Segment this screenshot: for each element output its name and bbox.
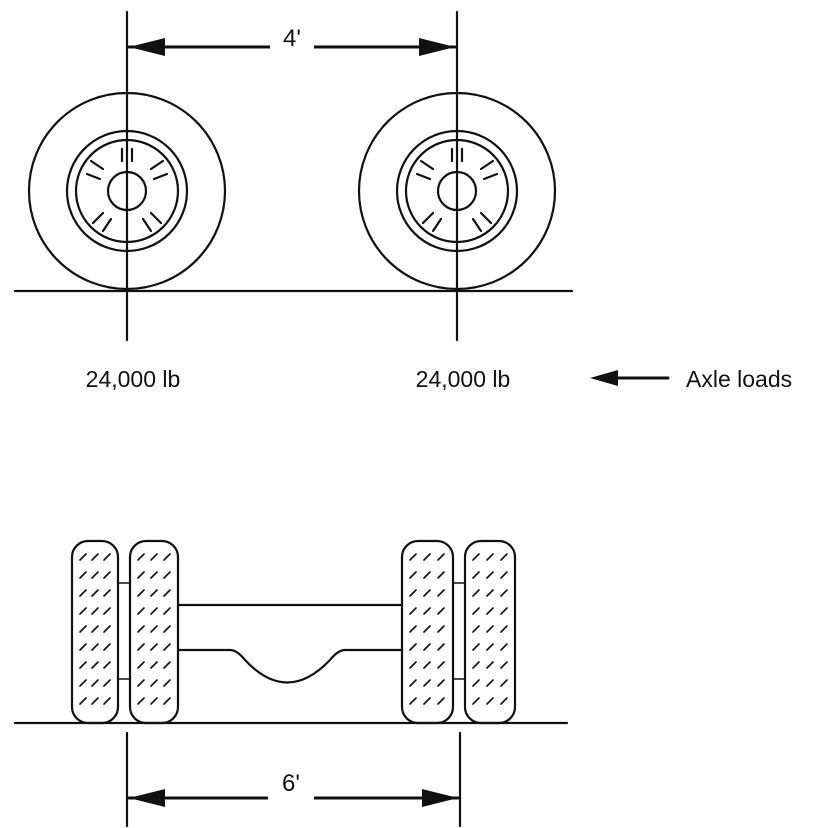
axle-loads-label: Axle loads xyxy=(686,366,792,392)
tire-inner-right xyxy=(400,539,455,725)
tire-inner-left xyxy=(128,539,180,725)
side-view: 4' xyxy=(13,10,792,392)
right-axle-load-label: 24,000 lb xyxy=(416,366,511,392)
right-wheel-side xyxy=(357,91,557,291)
axle-spacing-arrowhead-right xyxy=(419,38,455,56)
axle-spacing-label: 4' xyxy=(283,25,301,52)
tire-outer-left xyxy=(70,539,120,725)
left-axle-load-label: 24,000 lb xyxy=(86,366,181,392)
right-dual-spacer xyxy=(452,582,466,680)
track-width-label: 6' xyxy=(282,770,300,797)
tire-outer-right xyxy=(463,539,517,725)
axle-housing xyxy=(176,603,404,684)
rear-view: 6' xyxy=(13,539,569,828)
axle-loads-pointer-arrowhead xyxy=(590,370,618,386)
track-width-arrowhead-right xyxy=(422,789,458,807)
track-width-label-bg xyxy=(268,766,314,808)
left-wheel-side xyxy=(27,91,227,291)
axle-spacing-arrowhead-left xyxy=(129,38,165,56)
axle-spacing-label-bg xyxy=(270,22,314,62)
track-width-arrowhead-left xyxy=(129,789,165,807)
left-dual-spacer xyxy=(117,582,131,680)
